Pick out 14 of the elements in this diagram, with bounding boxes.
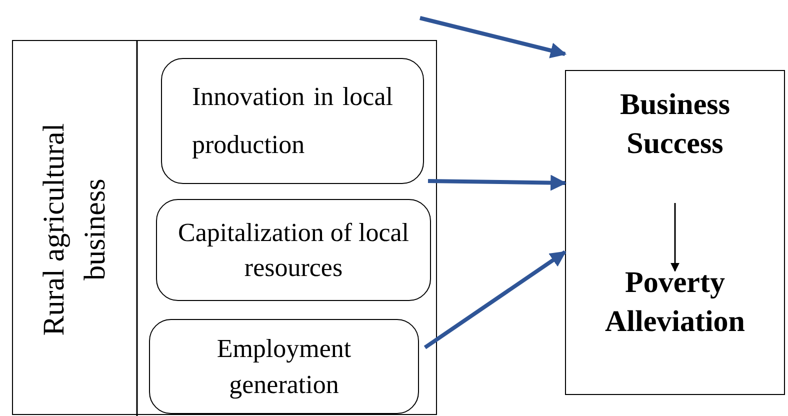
- arrow: [428, 174, 567, 191]
- box-label: Capitalization of local resources: [176, 216, 410, 284]
- result-label: Poverty Alleviation: [604, 265, 746, 340]
- box-label: Employment generation: [216, 333, 352, 401]
- result-label: Business Success: [618, 87, 732, 162]
- box-label: Innovation in local production: [192, 80, 393, 161]
- rounded-box: [149, 319, 419, 414]
- result-box: [565, 70, 785, 395]
- arrow: [420, 16, 567, 58]
- rounded-box: [156, 199, 431, 301]
- outer-panel: [12, 40, 437, 415]
- small-arrow: [670, 203, 680, 272]
- vertical-title: Rural agricultural business: [36, 122, 112, 338]
- rounded-box: [161, 58, 424, 184]
